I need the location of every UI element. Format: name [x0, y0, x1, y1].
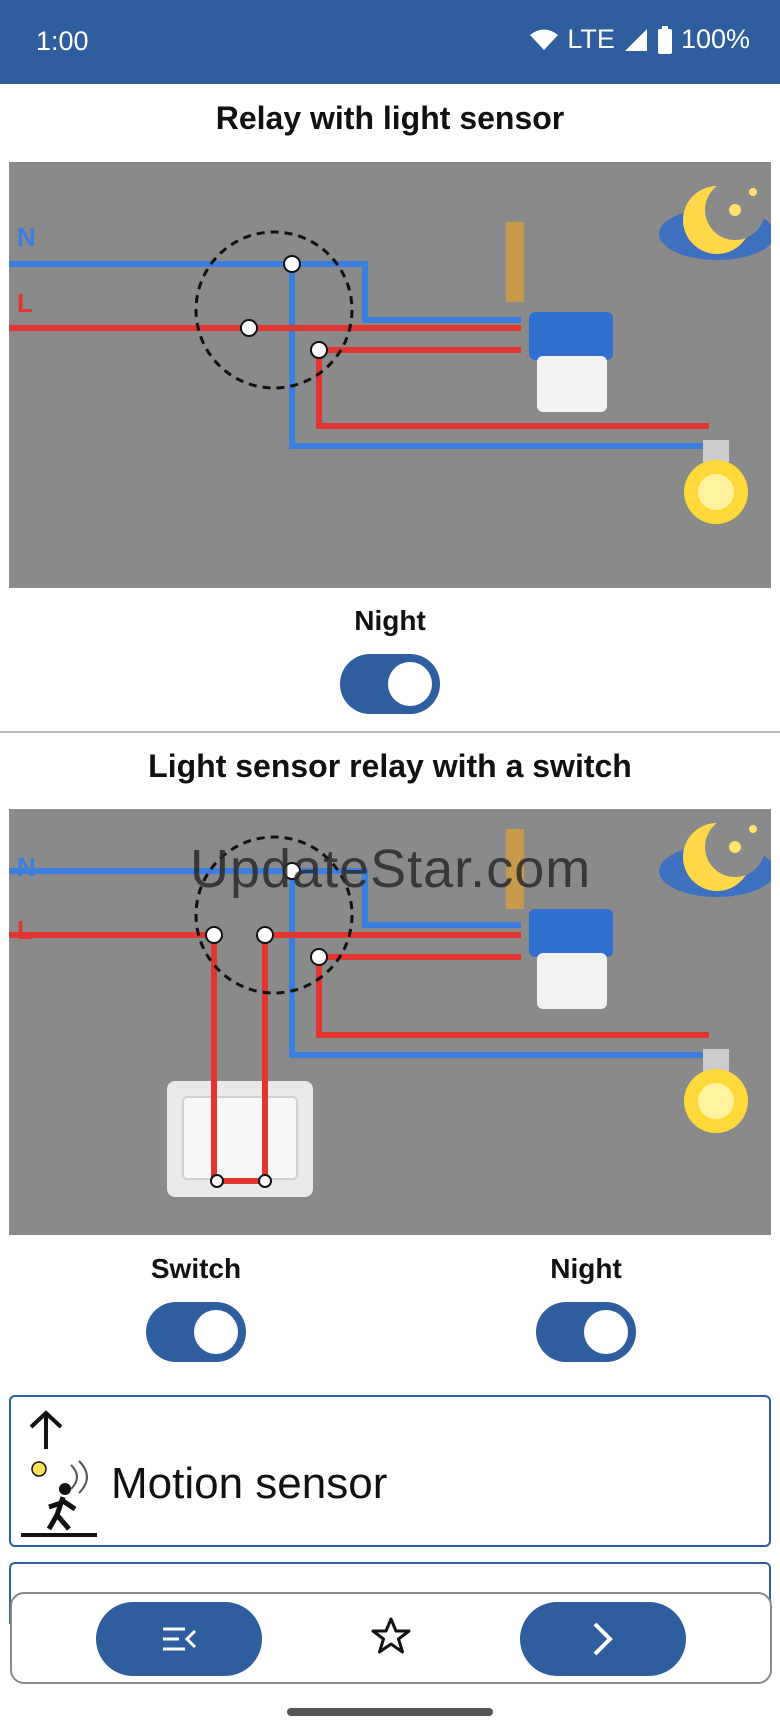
next-button[interactable] — [520, 1602, 686, 1676]
bottom-navigation-bar — [10, 1592, 772, 1684]
light-bulb-icon — [684, 440, 748, 524]
home-indicator[interactable] — [287, 1708, 493, 1716]
live-label: L — [17, 288, 33, 318]
signal-icon — [624, 28, 647, 51]
neutral-wire — [9, 261, 709, 449]
night-toggle[interactable] — [340, 654, 440, 714]
switch-toggle[interactable] — [146, 1302, 246, 1362]
list-collapse-icon — [163, 1627, 197, 1651]
switch-terminal — [258, 1174, 272, 1188]
junction-box — [194, 230, 354, 390]
junction-point — [256, 926, 274, 944]
section-title-relay-light-sensor: Relay with light sensor — [215, 100, 565, 136]
live-label: L — [17, 915, 33, 945]
night-moon-icon — [659, 817, 771, 897]
network-type: LTE — [567, 24, 615, 54]
junction-point — [205, 926, 223, 944]
motion-sensor-icon — [21, 1460, 97, 1537]
night-toggle-label: Night — [354, 605, 426, 636]
up-arrow-icon — [29, 1410, 63, 1449]
live-wire — [9, 932, 709, 1184]
switch-terminal — [210, 1174, 224, 1188]
section-divider — [0, 731, 780, 733]
star-outline-icon — [371, 1617, 411, 1654]
night-toggle-2[interactable] — [536, 1302, 636, 1362]
neutral-label: N — [17, 222, 36, 252]
light-sensor-relay-icon — [506, 222, 613, 412]
chevron-right-icon — [593, 1622, 613, 1656]
toggle-knob — [584, 1310, 628, 1354]
wifi-icon — [530, 29, 559, 50]
list-item-motion-sensor[interactable]: Motion sensor — [9, 1395, 771, 1547]
menu-button[interactable] — [96, 1602, 262, 1676]
junction-point — [310, 948, 328, 966]
junction-point — [240, 319, 258, 337]
toggle-knob — [194, 1310, 238, 1354]
wiring-diagram-relay-light-sensor: N L — [9, 162, 771, 588]
light-bulb-icon — [684, 1049, 748, 1133]
status-time: 1:00 — [36, 26, 89, 56]
switch-toggle-label: Switch — [150, 1253, 242, 1284]
status-icons: LTE 100% — [529, 24, 750, 55]
junction-box — [194, 835, 354, 995]
motion-sensor-label: Motion sensor — [111, 1459, 388, 1508]
neutral-label: N — [17, 852, 36, 882]
night-moon-icon — [659, 180, 771, 260]
live-wire — [9, 325, 709, 429]
junction-point — [283, 255, 301, 273]
section-title-light-sensor-relay-switch: Light sensor relay with a switch — [148, 748, 632, 784]
status-bar: 1:00 LTE 100% — [0, 0, 780, 84]
battery-icon — [657, 25, 672, 54]
junction-point — [283, 862, 301, 880]
toggle-knob — [388, 662, 432, 706]
light-sensor-relay-icon — [506, 829, 613, 1009]
night-toggle-label-2: Night — [550, 1253, 622, 1284]
wiring-diagram-relay-with-switch: N L — [9, 809, 771, 1235]
watermark-text: UpdateStar.com — [190, 839, 592, 899]
battery-level: 100% — [680, 24, 750, 54]
favorite-button[interactable] — [369, 1614, 413, 1658]
junction-point — [310, 341, 328, 359]
